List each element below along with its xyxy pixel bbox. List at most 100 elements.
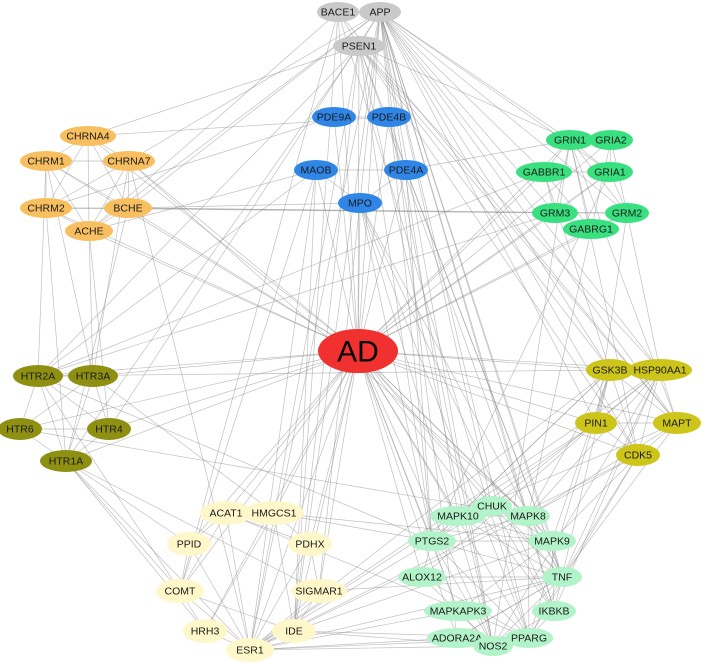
edge-hmgcs1-hrh3 bbox=[204, 512, 275, 632]
edge-hmgcs1-ide bbox=[273, 512, 295, 632]
edge-chrm1-htr3a bbox=[45, 160, 94, 377]
node-htr6: HTR6 bbox=[0, 418, 42, 440]
node-label: COMT bbox=[165, 586, 196, 598]
node-ellipse bbox=[542, 567, 582, 587]
node-label: MAPKAPK3 bbox=[430, 606, 487, 618]
node-ellipse bbox=[589, 130, 633, 150]
edge-psen1-nos2 bbox=[358, 45, 494, 647]
node-ellipse bbox=[167, 532, 211, 556]
node-chrna7: CHRNA7 bbox=[103, 151, 155, 171]
node-ellipse bbox=[338, 193, 382, 213]
node-esr1: ESR1 bbox=[226, 638, 274, 662]
node-mapt: MAPT bbox=[653, 412, 701, 434]
node-gria2: GRIA2 bbox=[589, 130, 633, 150]
edge-pde9a-chrm2 bbox=[45, 116, 335, 209]
node-ppid: PPID bbox=[167, 532, 211, 556]
edge-chrna7-esr1 bbox=[128, 160, 251, 651]
edge-chuk-tnf bbox=[491, 505, 563, 578]
node-hmgcs1: HMGCS1 bbox=[244, 501, 304, 525]
edge-bace1-mapt bbox=[337, 11, 678, 424]
edge-maob-comt bbox=[179, 169, 317, 592]
edge-app-htr4 bbox=[108, 11, 381, 430]
node-ad: AD bbox=[318, 329, 398, 373]
node-label: IDE bbox=[285, 626, 303, 638]
node-ellipse bbox=[226, 638, 274, 662]
node-psen1: PSEN1 bbox=[333, 36, 385, 56]
node-ptgs2: PTGS2 bbox=[408, 531, 456, 551]
node-label: TNF bbox=[552, 572, 572, 584]
node-pdhx: PDHX bbox=[288, 532, 332, 556]
edge-mapt-mapk8 bbox=[527, 422, 678, 517]
edge-app-pin1 bbox=[379, 11, 597, 424]
node-label: ACHE bbox=[74, 226, 103, 238]
edge-sigmar1-tnf bbox=[318, 576, 563, 592]
node-ellipse bbox=[398, 567, 446, 587]
node-ellipse bbox=[317, 2, 359, 22]
node-label: GRM2 bbox=[612, 208, 642, 220]
node-tnf: TNF bbox=[542, 567, 582, 587]
edge-app-sigmar1 bbox=[318, 11, 381, 592]
edge-cdk5-tnf bbox=[561, 454, 639, 578]
node-label: AD bbox=[337, 336, 379, 369]
node-gsk3b: GSK3B bbox=[586, 359, 634, 381]
node-label: HTR3A bbox=[76, 371, 110, 383]
edge-psen1-htr2a bbox=[37, 45, 360, 377]
node-maob: MAOB bbox=[294, 160, 338, 180]
edge-ad-ikbkb bbox=[357, 350, 555, 612]
node-ellipse bbox=[563, 219, 619, 239]
edge-ad-chuk bbox=[357, 350, 493, 507]
node-label: APP bbox=[369, 7, 390, 19]
node-label: PDHX bbox=[295, 539, 324, 551]
edge-mpo-pparg bbox=[359, 202, 530, 639]
node-label: HMGCS1 bbox=[252, 508, 297, 520]
node-pde9a: PDE9A bbox=[312, 107, 356, 127]
edge-maob-ide bbox=[293, 169, 317, 632]
edge-htr6-mapk8 bbox=[19, 428, 529, 517]
node-ellipse bbox=[359, 2, 401, 22]
node-label: GRM3 bbox=[540, 208, 570, 220]
edge-gria2-mapk8 bbox=[527, 139, 612, 517]
edge-grm2-hsp90aa1 bbox=[626, 212, 661, 371]
edge-gsk3b-mapk8 bbox=[527, 369, 611, 517]
edge-ad-pin1 bbox=[357, 350, 597, 424]
edge-mapk8-ikbkb bbox=[527, 515, 555, 612]
edge-psen1-esr1 bbox=[249, 45, 360, 651]
node-nos2: NOS2 bbox=[473, 636, 513, 656]
node-label: PTGS2 bbox=[415, 536, 450, 548]
node-ellipse bbox=[20, 151, 72, 171]
node-label: ACAT1 bbox=[209, 508, 242, 520]
edge-ad-mapt bbox=[357, 350, 678, 424]
edge-maob-htr2a bbox=[37, 169, 317, 377]
edge-ache-htr3a bbox=[88, 230, 94, 377]
edge-htr2a-comt bbox=[37, 375, 181, 592]
edge-ad-gsk3b bbox=[357, 350, 611, 371]
node-label: CHRM1 bbox=[27, 156, 64, 168]
node-ellipse bbox=[272, 619, 316, 643]
edge-acat1-pparg bbox=[225, 512, 530, 639]
edge-app-mapt bbox=[379, 11, 678, 424]
node-ellipse bbox=[427, 628, 487, 648]
node-ellipse bbox=[653, 412, 701, 434]
node-gabbr1: GABBR1 bbox=[516, 162, 572, 182]
edge-ad-pde4a bbox=[357, 169, 407, 352]
node-label: GSK3B bbox=[592, 365, 627, 377]
node-ellipse bbox=[587, 162, 633, 182]
edge-hmgcs1-mapk9 bbox=[273, 512, 553, 542]
node-ellipse bbox=[586, 359, 634, 381]
edge-ad-gabrg1 bbox=[357, 228, 592, 352]
node-ellipse bbox=[87, 418, 131, 440]
node-ellipse bbox=[0, 418, 42, 440]
node-ellipse bbox=[312, 107, 356, 127]
node-mapkapk3: MAPKAPK3 bbox=[424, 601, 492, 621]
node-label: PIN1 bbox=[584, 418, 608, 430]
edge-ad-cdk5 bbox=[357, 350, 639, 456]
node-ellipse bbox=[546, 130, 594, 150]
node-ellipse bbox=[244, 501, 304, 525]
node-chrm2: CHRM2 bbox=[20, 198, 72, 218]
node-ellipse bbox=[20, 198, 72, 218]
node-label: NOS2 bbox=[479, 641, 508, 653]
node-mpo: MPO bbox=[338, 193, 382, 213]
node-ellipse bbox=[628, 359, 692, 381]
node-label: CDK5 bbox=[624, 450, 652, 462]
edge-hsp90aa1-tnf bbox=[561, 369, 661, 578]
